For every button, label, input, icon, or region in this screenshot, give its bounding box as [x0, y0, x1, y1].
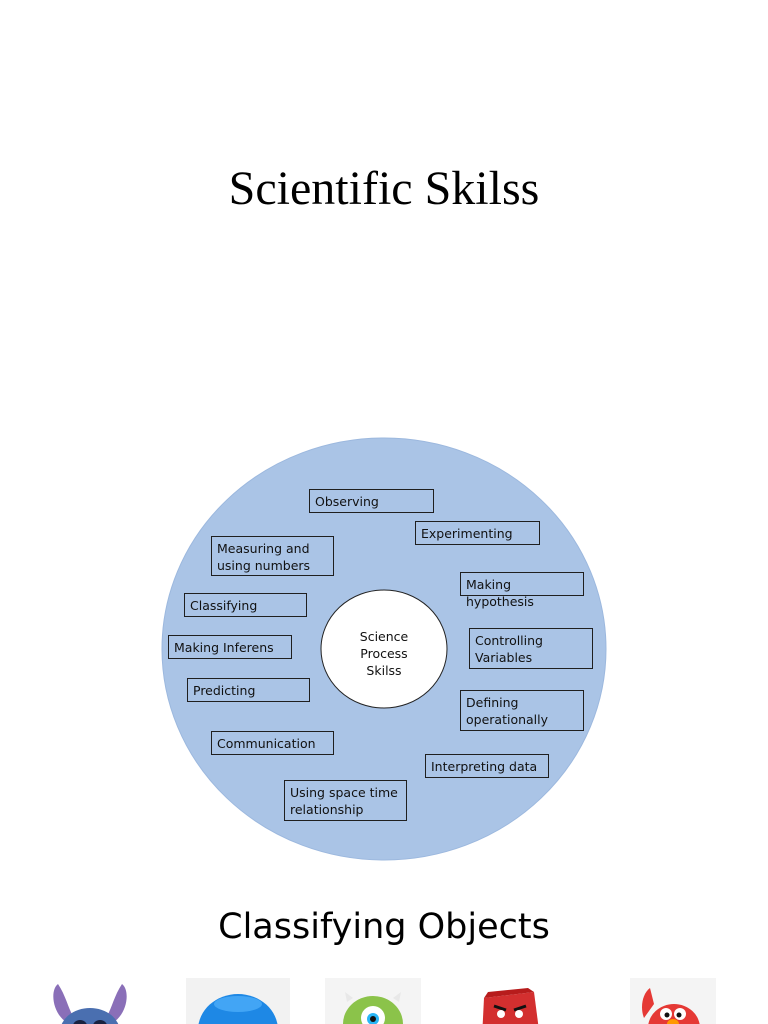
blue-blob-character-icon: [186, 978, 290, 1024]
red-furry-muppet-icon: [630, 978, 716, 1024]
slide-title: Scientific Skilss: [228, 162, 540, 215]
skill-controlling-variables: Controlling Variables: [469, 628, 593, 669]
skill-experimenting: Experimenting: [415, 521, 540, 545]
skill-interpreting-data: Interpreting data: [425, 754, 549, 778]
skill-making-inferens: Making Inferens: [168, 635, 292, 659]
center-label: Science Process Skilss: [359, 629, 409, 678]
skill-making-hypothesis: Making hypothesis: [460, 572, 584, 609]
inner-circle: [320, 589, 448, 709]
skill-classifying: Classifying: [184, 593, 307, 617]
classifying-heading: Classifying Objects: [218, 907, 550, 947]
red-angry-block-character-icon: [476, 978, 546, 1024]
skill-using-space-time: Using space time relationship: [284, 780, 407, 821]
skill-defining-operationally: Defining operationally: [460, 690, 584, 731]
stitch-character-icon: [44, 978, 136, 1024]
skill-predicting: Predicting: [187, 678, 310, 702]
skill-communication: Communication: [211, 731, 334, 755]
green-one-eyed-monster-icon: [325, 978, 421, 1024]
skill-measuring: Measuring and using numbers: [211, 536, 334, 576]
skill-observing: Observing: [309, 489, 434, 513]
